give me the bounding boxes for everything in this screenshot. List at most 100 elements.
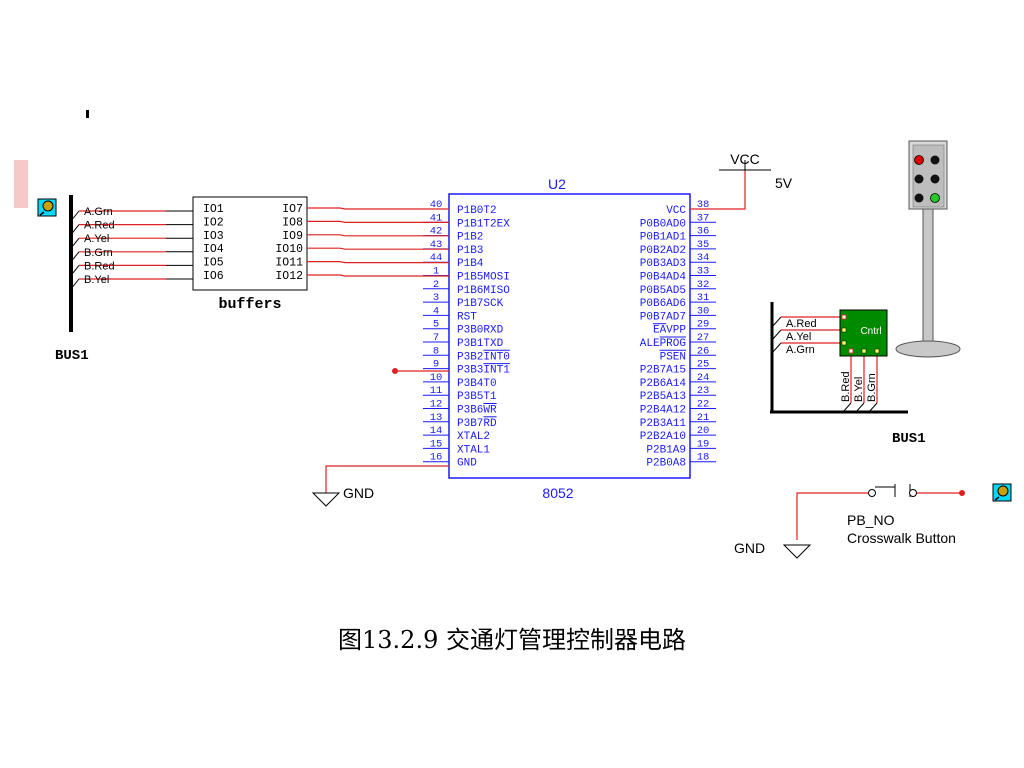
mcu-pin-number: 5 xyxy=(433,319,439,331)
mcu-pin-name: P1B2 xyxy=(457,232,483,244)
mcu-pin-number: 10 xyxy=(430,372,443,384)
int1-node xyxy=(392,368,398,374)
mcu-pin-number: 14 xyxy=(430,425,443,437)
mcu-pin-number: 8 xyxy=(433,345,439,357)
mcu-pin-name: P0B7AD7 xyxy=(640,311,686,323)
mcu-pin-number: 18 xyxy=(697,452,710,464)
buffers-pin-right: IO11 xyxy=(275,257,303,270)
buffer-to-mcu-wires xyxy=(307,207,449,277)
bus-left-signal-label: A.Red xyxy=(84,220,115,232)
bus-left-signal: B.Grn xyxy=(70,247,193,263)
mcu-gnd: GND xyxy=(311,465,449,507)
mcu-pin-number: 20 xyxy=(697,425,710,437)
mcu-pin-name: P2B7A15 xyxy=(640,365,686,377)
mcu-pin-name: P3B1TXD xyxy=(457,338,504,350)
mcu-pin-name: P3B3INT1 xyxy=(457,365,510,377)
mcu-pin-name: P1B1T2EX xyxy=(457,218,510,230)
mcu-pin-number: 42 xyxy=(430,226,443,238)
cntrl-left-signal: A.Red xyxy=(771,316,842,330)
mcu-pin-number: 23 xyxy=(697,385,710,397)
buffers-pin-left: IO5 xyxy=(203,257,224,270)
buffer-mcu-wire xyxy=(307,234,449,237)
buffer-mcu-wire xyxy=(307,207,449,210)
mcu-pin-number: 33 xyxy=(697,266,710,278)
probe-icon-left[interactable] xyxy=(37,198,57,217)
mcu-pin-name: P2B3A11 xyxy=(640,418,687,430)
mcu-pin-name: RST xyxy=(457,311,477,323)
bus-left-signal-label: B.Yel xyxy=(84,274,109,286)
bus-left-signal-label: B.Red xyxy=(84,260,115,272)
vcc-voltage: 5V xyxy=(775,175,793,191)
mcu-pin-number: 7 xyxy=(433,332,439,344)
figure-caption: 图13.2.9 交通灯管理控制器电路 xyxy=(338,626,686,654)
mcu-pin-name: P2B1A9 xyxy=(646,444,686,456)
buffers-pin-right: IO10 xyxy=(275,243,303,256)
mcu-gnd-label: GND xyxy=(343,485,374,501)
buffers-pin-right: IO12 xyxy=(275,270,303,283)
buffers-pin-left: IO2 xyxy=(203,216,224,229)
mcu-pin-name: P3B5T1 xyxy=(457,391,497,403)
mcu-pin-number: 13 xyxy=(430,412,443,424)
mcu-pin-number: 38 xyxy=(697,199,710,211)
cntrl-chip xyxy=(839,309,888,357)
mcu-pin-name: P3B7RD xyxy=(457,418,497,430)
button-name: PB_NO xyxy=(847,512,895,528)
mcu-pin-name: P3B2INT0 xyxy=(457,351,510,363)
mcu-pin-number: 31 xyxy=(697,292,710,304)
light-a-green xyxy=(914,193,924,203)
mcu-pin-name: P3B6WR xyxy=(457,405,497,417)
cntrl-left-signal-label: A.Red xyxy=(786,318,817,330)
cntrl-chip-label: Cntrl xyxy=(860,326,881,337)
mcu-pin-number: 29 xyxy=(697,319,710,331)
light-a-yellow xyxy=(914,174,924,184)
mcu-pin-name: P2B5A13 xyxy=(640,391,686,403)
mcu-pin-number: 44 xyxy=(430,252,443,264)
probe-icon-right[interactable] xyxy=(992,483,1012,502)
bus-left-signal-label: B.Grn xyxy=(84,247,113,259)
mcu-pin-number: 21 xyxy=(697,412,710,424)
mcu-pin-name: P3B0RXD xyxy=(457,325,504,337)
mcu-pin-number: 40 xyxy=(430,199,443,211)
mcu-pin-number: 43 xyxy=(430,239,443,251)
cntrl-bottom-signal: B.Yel xyxy=(853,353,865,413)
mcu-pin-name: P0B3AD3 xyxy=(640,258,686,270)
mcu-pin-name: P1B6MISO xyxy=(457,285,510,297)
mcu-pin-number: 2 xyxy=(433,279,439,291)
mcu-pin-name: P0B5AD5 xyxy=(640,285,686,297)
mcu-pin-name: EAVPP xyxy=(653,325,686,337)
mcu-pin-name: XTAL1 xyxy=(457,444,490,456)
buffers-pin-right: IO7 xyxy=(282,203,303,216)
mcu-pin-number: 3 xyxy=(433,292,439,304)
bus-left-signal: B.Yel xyxy=(70,274,193,290)
mcu-pin-number: 1 xyxy=(433,266,439,278)
light-b-red xyxy=(930,155,940,165)
bus-left-signal: A.Red xyxy=(70,220,193,235)
crosswalk-button[interactable]: PB_NO Crosswalk Button GND xyxy=(734,484,965,559)
mcu-pin-number: 30 xyxy=(697,305,710,317)
buffers-label: buffers xyxy=(218,296,281,313)
mcu-pin-name: P1B5MOSI xyxy=(457,272,510,284)
vcc-label: VCC xyxy=(730,151,760,167)
mcu-pin-name: P3B4T0 xyxy=(457,378,497,390)
mcu-pin-name: P1B4 xyxy=(457,258,484,270)
